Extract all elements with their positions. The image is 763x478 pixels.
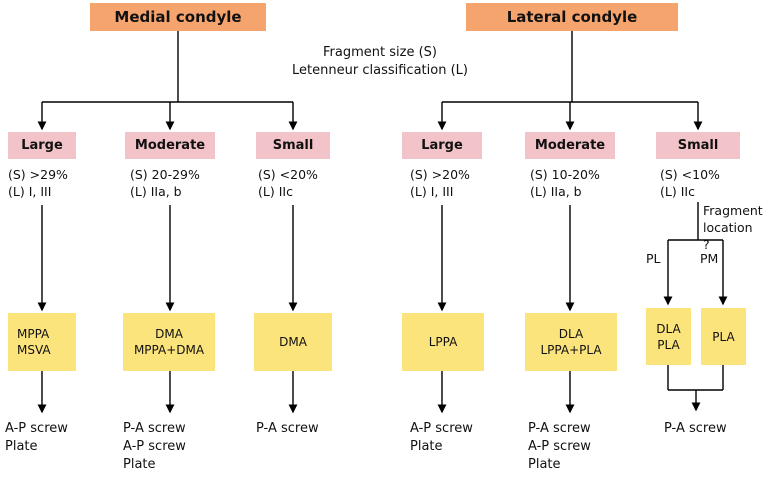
criteria-letenneur: (L) IIa, b [530,184,582,199]
medial-moderate-box: Moderate [125,132,215,159]
treatment-line: DLA [558,327,584,341]
treatment-line: DMA [155,327,183,341]
criteria-letenneur: (L) I, III [410,184,454,199]
branch-label-pm: PM [700,251,719,266]
medial-large-fixation: A-P screw Plate [5,420,68,456]
treatment-line: LPPA [428,335,458,349]
criteria-letenneur: (L) IIc [660,184,695,199]
lateral-moderate-fixation: P-A screw A-P screw Plate [528,420,591,474]
criteria-size: (S) 10-20% [530,167,600,182]
lateral-small-fixation: P-A screw [664,420,727,438]
question-line2: location ? [703,220,753,252]
criteria-letenneur: (L) IIc [258,184,293,199]
medial-small-fixation: P-A screw [256,420,319,438]
medial-condyle-header: Medial condyle [90,3,266,31]
lateral-large-box: Large [402,132,482,159]
criteria-size: (S) <10% [660,167,720,182]
criteria-size: (S) 20-29% [130,167,200,182]
fixation-line: Plate [123,457,156,472]
question-line1: Fragment [703,203,763,218]
fixation-line: A-P screw [5,421,68,436]
lateral-large-treatment-box: LPPA [402,313,484,371]
medial-large-criteria: (S) >29% (L) I, III [8,166,68,200]
fixation-line: P-A screw [123,421,186,436]
criteria-letenneur: (L) I, III [8,184,52,199]
legend-fragment-size: Fragment size (S) [323,45,437,60]
treatment-line: LPPA+PLA [540,343,602,357]
fixation-line: Plate [410,439,443,454]
fixation-line: A-P screw [410,421,473,436]
treatment-line: MPPA [17,327,50,341]
medial-large-box: Large [8,132,76,159]
fragment-location-question: Fragment location ? [703,202,763,253]
lateral-moderate-criteria: (S) 10-20% (L) IIa, b [530,166,600,200]
medial-small-box: Small [256,132,330,159]
treatment-line: MPPA+DMA [133,343,205,357]
branch-label-pl: PL [646,251,661,266]
lateral-condyle-header: Lateral condyle [466,3,678,31]
fixation-line: Plate [5,439,38,454]
medial-large-treatment-box: MPPA MSVA [8,313,76,371]
treatment-line: MSVA [17,343,51,357]
medial-moderate-treatment-box: DMA MPPA+DMA [123,313,215,371]
legend-letenneur: Letenneur classification (L) [292,63,468,78]
treatment-line: PLA [657,337,680,352]
criteria-size: (S) >29% [8,167,68,182]
treatment-line: DLA [656,321,681,336]
fixation-line: A-P screw [528,439,591,454]
lateral-large-criteria: (S) >20% (L) I, III [410,166,470,200]
medial-small-treatment-box: DMA [254,313,332,371]
criteria-letenneur: (L) IIa, b [130,184,182,199]
criteria-size: (S) <20% [258,167,318,182]
treatment-line: DMA [279,335,307,349]
medial-moderate-criteria: (S) 20-29% (L) IIa, b [130,166,200,200]
medial-small-criteria: (S) <20% (L) IIc [258,166,318,200]
fixation-line: A-P screw [123,439,186,454]
criteria-size: (S) >20% [410,167,470,182]
lateral-small-criteria: (S) <10% (L) IIc [660,166,720,200]
lateral-moderate-treatment-box: DLA LPPA+PLA [525,313,617,371]
legend: Fragment size (S) Letenneur classificati… [255,44,505,80]
fixation-line: P-A screw [528,421,591,436]
lateral-small-pl-treatment-box: DLA PLA [646,308,691,365]
lateral-small-box: Small [656,132,740,159]
lateral-large-fixation: A-P screw Plate [410,420,473,456]
treatment-line: PLA [712,329,735,344]
fixation-line: Plate [528,457,561,472]
lateral-moderate-box: Moderate [525,132,615,159]
lateral-small-pm-treatment-box: PLA [701,308,746,365]
fixation-line: P-A screw [664,421,727,436]
fixation-line: P-A screw [256,421,319,436]
medial-moderate-fixation: P-A screw A-P screw Plate [123,420,186,474]
